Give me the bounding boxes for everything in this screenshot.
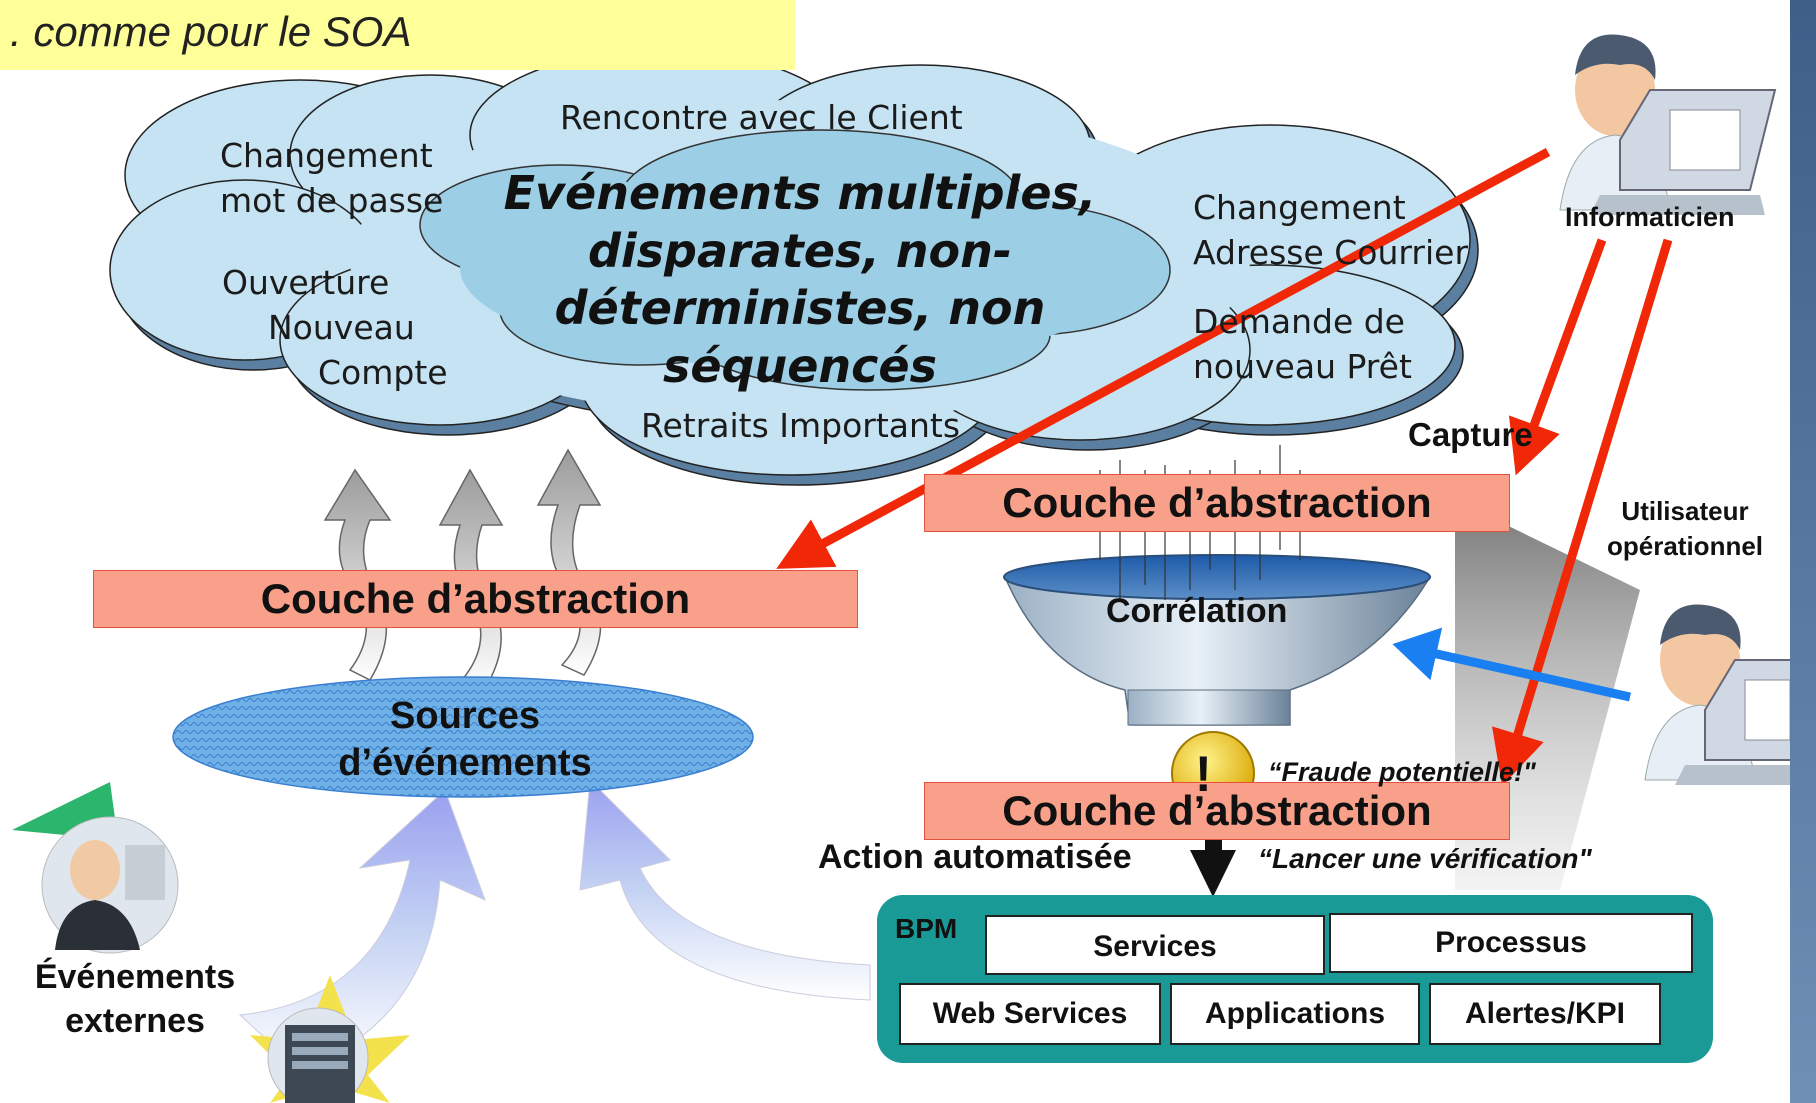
slide-title-banner: . comme pour le SOA bbox=[0, 0, 795, 70]
warning-mark: ! bbox=[1195, 746, 1212, 802]
cloud-item-pret-line2: nouveau Prêt bbox=[1193, 346, 1412, 386]
cloud-item-ouverture-line1: Ouverture bbox=[222, 263, 390, 302]
label-externes-line2: externes bbox=[65, 1002, 205, 1041]
label-sources: Sources d’événements bbox=[285, 693, 645, 786]
label-evenements-externes: Événements externes bbox=[15, 955, 255, 1043]
sources-ellipse bbox=[172, 676, 754, 798]
abstraction-layer-right-top: Couche d’abstraction bbox=[924, 474, 1510, 532]
cloud-item-ouverture-line2: Nouveau bbox=[268, 308, 415, 347]
label-action-automatisee: Action automatisée bbox=[818, 838, 1132, 876]
event-cloud bbox=[109, 49, 1479, 486]
bpm-container: BPM Services Processus Web Services Appl… bbox=[877, 895, 1713, 1063]
cloud-item-rencontre: Rencontre avec le Client bbox=[560, 98, 963, 137]
abstraction-layer-left: Couche d’abstraction bbox=[93, 570, 858, 628]
bpm-services: Services bbox=[985, 915, 1325, 975]
person-laptop-icon bbox=[1559, 34, 1777, 215]
server-icon bbox=[250, 975, 410, 1103]
funnel-icon bbox=[1003, 445, 1432, 726]
label-externes-line1: Événements bbox=[34, 958, 236, 996]
slide-side-strip bbox=[1790, 0, 1816, 1103]
label-sources-line2: d’événements bbox=[338, 741, 592, 784]
cloud-item-changement-mdp-line1: Changement bbox=[220, 136, 433, 175]
person-laptop-icon bbox=[1644, 604, 1816, 785]
cloud-center-line3: déterministes, non bbox=[554, 281, 1046, 335]
abstraction-layer-right-bottom: Couche d’abstraction bbox=[924, 782, 1510, 840]
cloud-center-line1: Evénements multiples, bbox=[503, 166, 1097, 220]
cloud-item-retraits: Retraits Importants bbox=[641, 406, 961, 445]
bpm-applications: Applications bbox=[1170, 983, 1420, 1045]
label-sources-line1: Sources bbox=[390, 695, 540, 737]
label-capture: Capture bbox=[1408, 416, 1533, 453]
bpm-label: BPM bbox=[895, 913, 958, 944]
label-lancer-verification: “Lancer une vérification" bbox=[1258, 843, 1592, 874]
cloud-center-title: Evénements multiples, disparates, non- d… bbox=[480, 165, 1120, 395]
bpm-alertes-kpi: Alertes/KPI bbox=[1429, 983, 1661, 1045]
label-correlation: Corrélation bbox=[1106, 592, 1288, 630]
cloud-item-changement-mdp-line2: mot de passe bbox=[220, 180, 444, 220]
label-fraude: “Fraude potentielle!" bbox=[1268, 757, 1536, 787]
bpm-web-services: Web Services bbox=[899, 983, 1161, 1045]
cloud-item-changement-adr-line2: Adresse Courrier bbox=[1193, 232, 1469, 272]
cloud-item-pret: Demande de nouveau Prêt bbox=[1193, 300, 1412, 389]
bpm-processus: Processus bbox=[1329, 913, 1693, 973]
cloud-center-line2: disparates, non- bbox=[587, 223, 1013, 278]
blue-arrow bbox=[1392, 627, 1631, 702]
cloud-center-line4: séquencés bbox=[662, 338, 938, 393]
label-informaticien: Informaticien bbox=[1565, 202, 1735, 232]
label-utilisateur: Utilisateur opérationnel bbox=[1607, 494, 1763, 564]
cloud-item-changement-adr-line1: Changement bbox=[1193, 188, 1406, 227]
label-utilisateur-line1: Utilisateur bbox=[1621, 496, 1749, 526]
phone-person-icon bbox=[12, 782, 179, 954]
cloud-item-pret-line1: Demande de bbox=[1193, 302, 1405, 341]
cloud-item-changement-mdp: Changement mot de passe bbox=[220, 134, 443, 223]
cloud-item-ouverture-line3: Compte bbox=[318, 353, 448, 392]
cloud-item-changement-adr: Changement Adresse Courrier bbox=[1193, 186, 1468, 275]
label-utilisateur-line2: opérationnel bbox=[1607, 531, 1764, 562]
slide-title: . comme pour le SOA bbox=[10, 8, 412, 55]
